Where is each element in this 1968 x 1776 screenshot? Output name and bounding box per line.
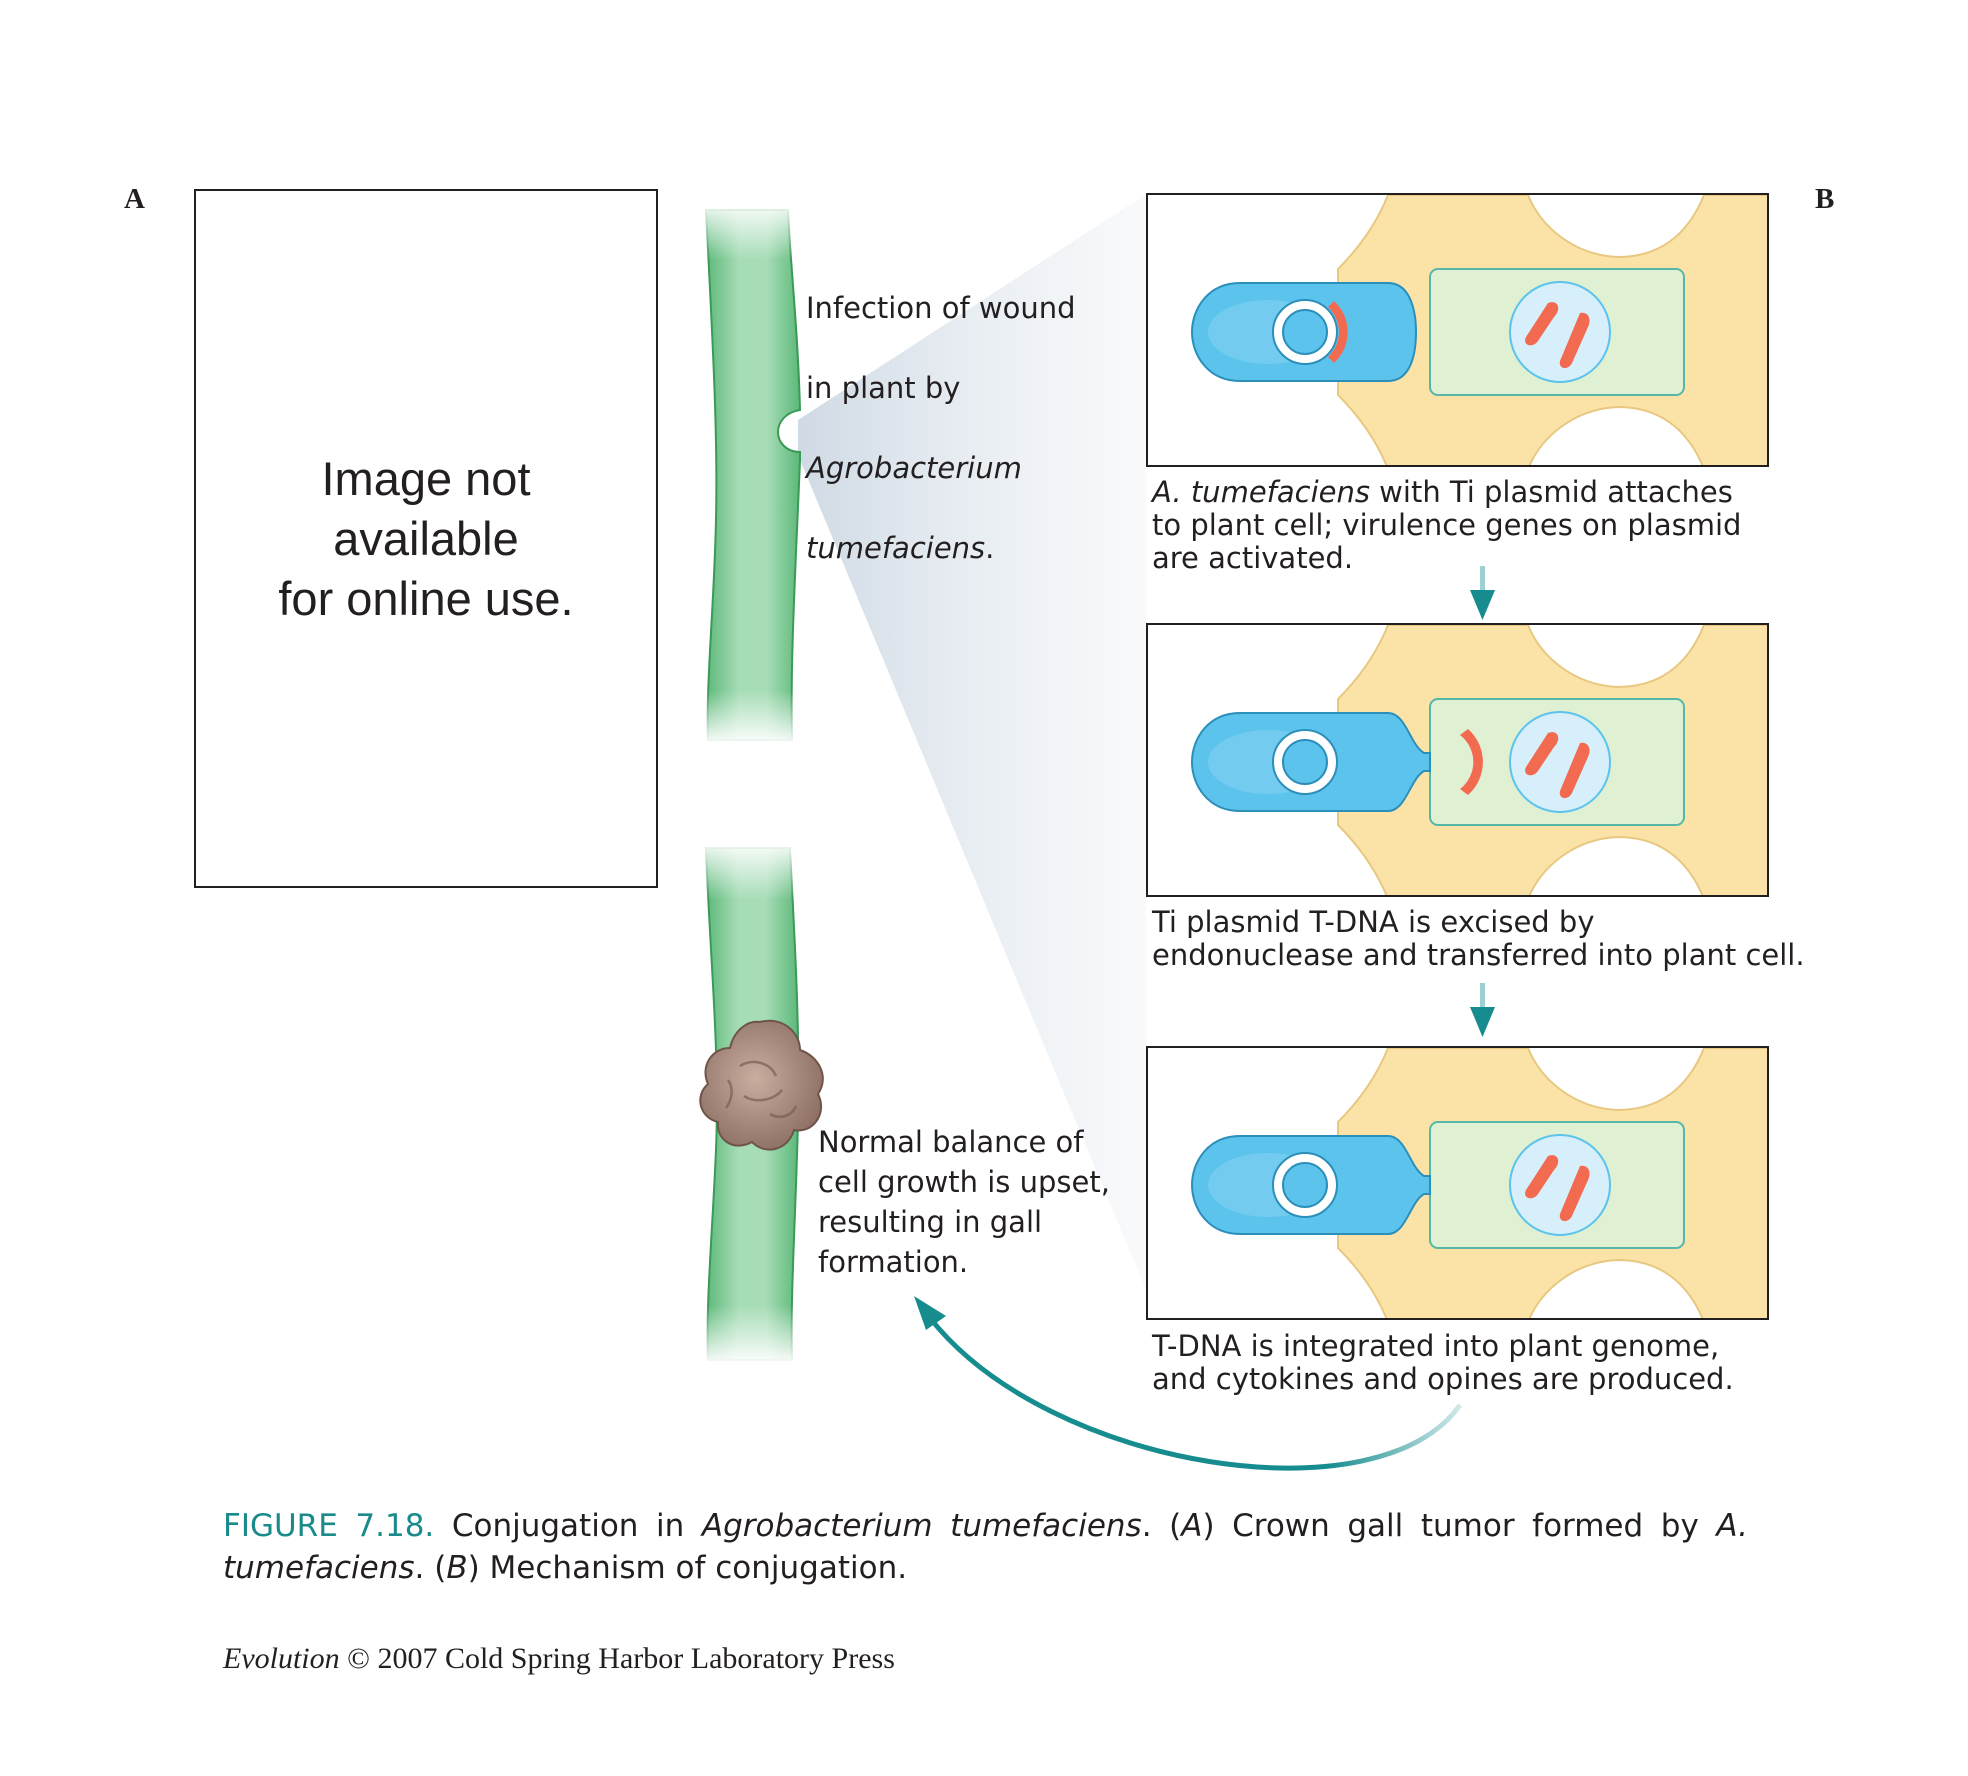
step-1-diagram	[1146, 193, 1769, 467]
infection-note-line: in plant by	[806, 371, 961, 405]
zoom-funnel	[798, 194, 1146, 1290]
chromosome	[1559, 312, 1590, 369]
step-3-diagram	[1146, 1046, 1769, 1320]
caption-text: ) Mechanism of conjugation.	[467, 1550, 908, 1586]
panel-label-b: B	[1815, 183, 1835, 215]
caption-panel-ref: A	[1181, 1508, 1203, 1544]
infection-note: Infection of wound in plant by Agrobacte…	[806, 248, 1076, 608]
step-1-caption: A. tumefaciens with Ti plasmid attaches …	[1152, 476, 1741, 575]
caption-text: ) Crown gall tumor formed by	[1202, 1508, 1717, 1544]
caption-species: A. tumefaciens	[223, 1508, 1749, 1586]
chromosome	[1525, 732, 1559, 776]
caption-species: Agrobacterium tumefaciens	[701, 1508, 1142, 1544]
step-1-caption-text: with Ti plasmid attaches to plant cell; …	[1152, 475, 1742, 575]
gall-note: Normal balance of cell growth is upset, …	[818, 1125, 1110, 1279]
credit-text: © 2007 Cold Spring Harbor Laboratory Pre…	[339, 1642, 895, 1675]
curved-return-arrow	[928, 1316, 1463, 1471]
figure-label: FIGURE 7.18.	[223, 1508, 435, 1544]
gall-tumor	[699, 1019, 824, 1151]
chromosome	[1559, 1165, 1590, 1222]
credit-book-title: Evolution	[223, 1642, 340, 1675]
upper-stem	[690, 200, 810, 745]
teal-down-arrow-icon	[1470, 566, 1495, 620]
chromosome	[1525, 1155, 1559, 1199]
infection-note-period: .	[985, 531, 995, 565]
teal-down-arrow-icon	[1470, 983, 1495, 1037]
chromosome	[1525, 302, 1559, 346]
step-3-caption: T-DNA is integrated into plant genome, a…	[1152, 1329, 1734, 1396]
caption-text: Conjugation in	[434, 1508, 702, 1544]
copyright-credit: Evolution © 2007 Cold Spring Harbor Labo…	[223, 1642, 895, 1676]
infection-note-species: tumefaciens	[806, 531, 986, 565]
nucleus	[1509, 711, 1611, 813]
image-placeholder: Image not available for online use.	[194, 189, 658, 888]
t-dna-segment	[1460, 729, 1483, 795]
step-2-diagram	[1146, 623, 1769, 897]
figure-caption: FIGURE 7.18. Conjugation in Agrobacteriu…	[223, 1505, 1748, 1589]
panel-label-a: A	[124, 183, 145, 215]
caption-text: . (	[414, 1550, 447, 1586]
chromosome	[1559, 742, 1590, 799]
caption-panel-ref: B	[446, 1550, 468, 1586]
teal-curved-arrow-icon	[914, 1296, 946, 1330]
nucleus	[1509, 281, 1611, 383]
infection-note-line: Infection of wound	[806, 291, 1076, 325]
step-2-caption: Ti plasmid T-DNA is excised by endonucle…	[1152, 905, 1805, 972]
caption-text: . (	[1141, 1508, 1182, 1544]
placeholder-text: Image not available for online use.	[278, 452, 574, 625]
t-dna-segment	[1328, 301, 1348, 363]
step-1-caption-species: A. tumefaciens	[1152, 475, 1370, 509]
nucleus	[1509, 1134, 1611, 1236]
infection-note-species: Agrobacterium	[806, 451, 1022, 485]
